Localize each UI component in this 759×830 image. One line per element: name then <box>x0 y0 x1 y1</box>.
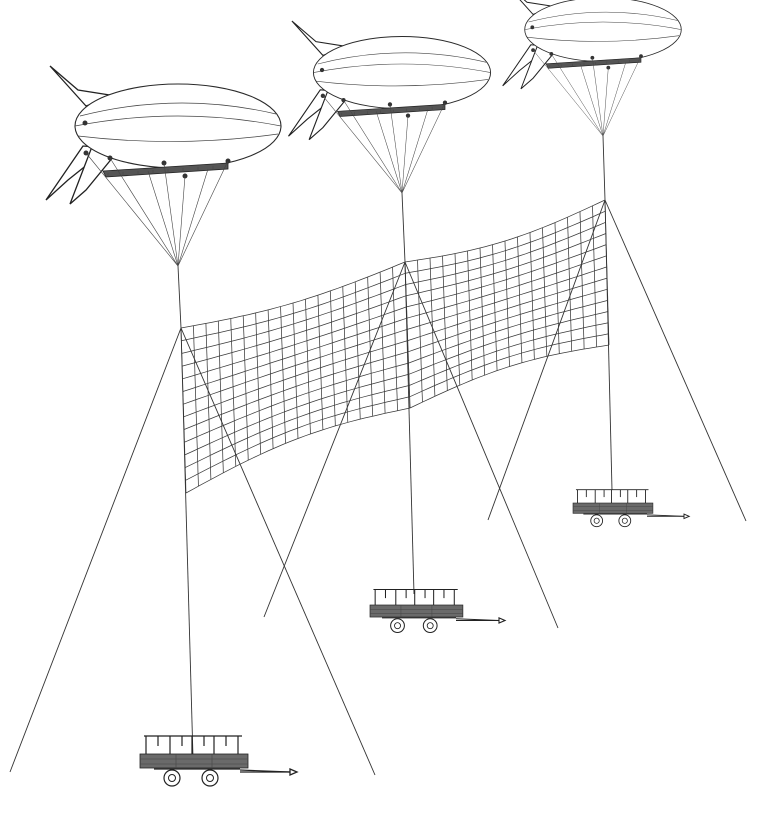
net-strand-vertical <box>292 302 299 439</box>
net-strand-vertical <box>205 323 212 480</box>
net-strand-vertical <box>280 306 286 444</box>
net-strand-vertical <box>342 286 349 423</box>
net-strand-vertical <box>193 325 199 487</box>
net-strand-vertical <box>267 309 274 449</box>
net-strand-vertical <box>567 217 573 352</box>
net-strand-vertical <box>367 276 374 417</box>
tether-lines <box>177 135 613 759</box>
barrier-net <box>180 199 610 494</box>
net-strand-vertical <box>230 318 237 467</box>
airship-middle <box>287 20 492 194</box>
net-strand-vertical <box>354 281 361 420</box>
net-strand-vertical <box>379 272 386 414</box>
net-strand-vertical <box>542 227 548 357</box>
net-strand-vertical <box>517 236 523 363</box>
net-strand-horizontal <box>409 344 610 409</box>
trailer-middle <box>369 588 506 634</box>
net-strand-vertical <box>255 312 262 455</box>
net-strand-vertical <box>442 255 448 391</box>
net-strand-vertical <box>529 232 535 360</box>
net-strand-vertical <box>217 320 224 473</box>
net-strand-vertical <box>317 295 324 430</box>
airship-left <box>45 65 282 267</box>
net-strand-vertical <box>305 299 311 435</box>
airship-right <box>502 0 682 137</box>
net-strand-vertical <box>429 258 436 397</box>
net-strand-vertical <box>504 240 510 367</box>
net-strand-vertical <box>592 205 597 348</box>
net-strand-vertical <box>417 260 423 403</box>
trailer-right <box>572 489 690 528</box>
net-strand-vertical <box>467 250 473 381</box>
net-strand-vertical <box>554 222 560 354</box>
trailer-left <box>139 735 298 787</box>
net-strand-vertical <box>492 244 498 371</box>
net-strand-vertical <box>392 267 398 411</box>
net-strand-vertical <box>479 247 485 376</box>
guy-lines <box>9 199 747 776</box>
net-strand-vertical <box>454 253 461 386</box>
net-strand-vertical <box>329 290 336 426</box>
net-strand-horizontal <box>404 199 606 263</box>
net-strand-vertical <box>242 315 249 461</box>
net-strand-horizontal <box>180 261 406 329</box>
net-strand-vertical <box>579 211 585 350</box>
